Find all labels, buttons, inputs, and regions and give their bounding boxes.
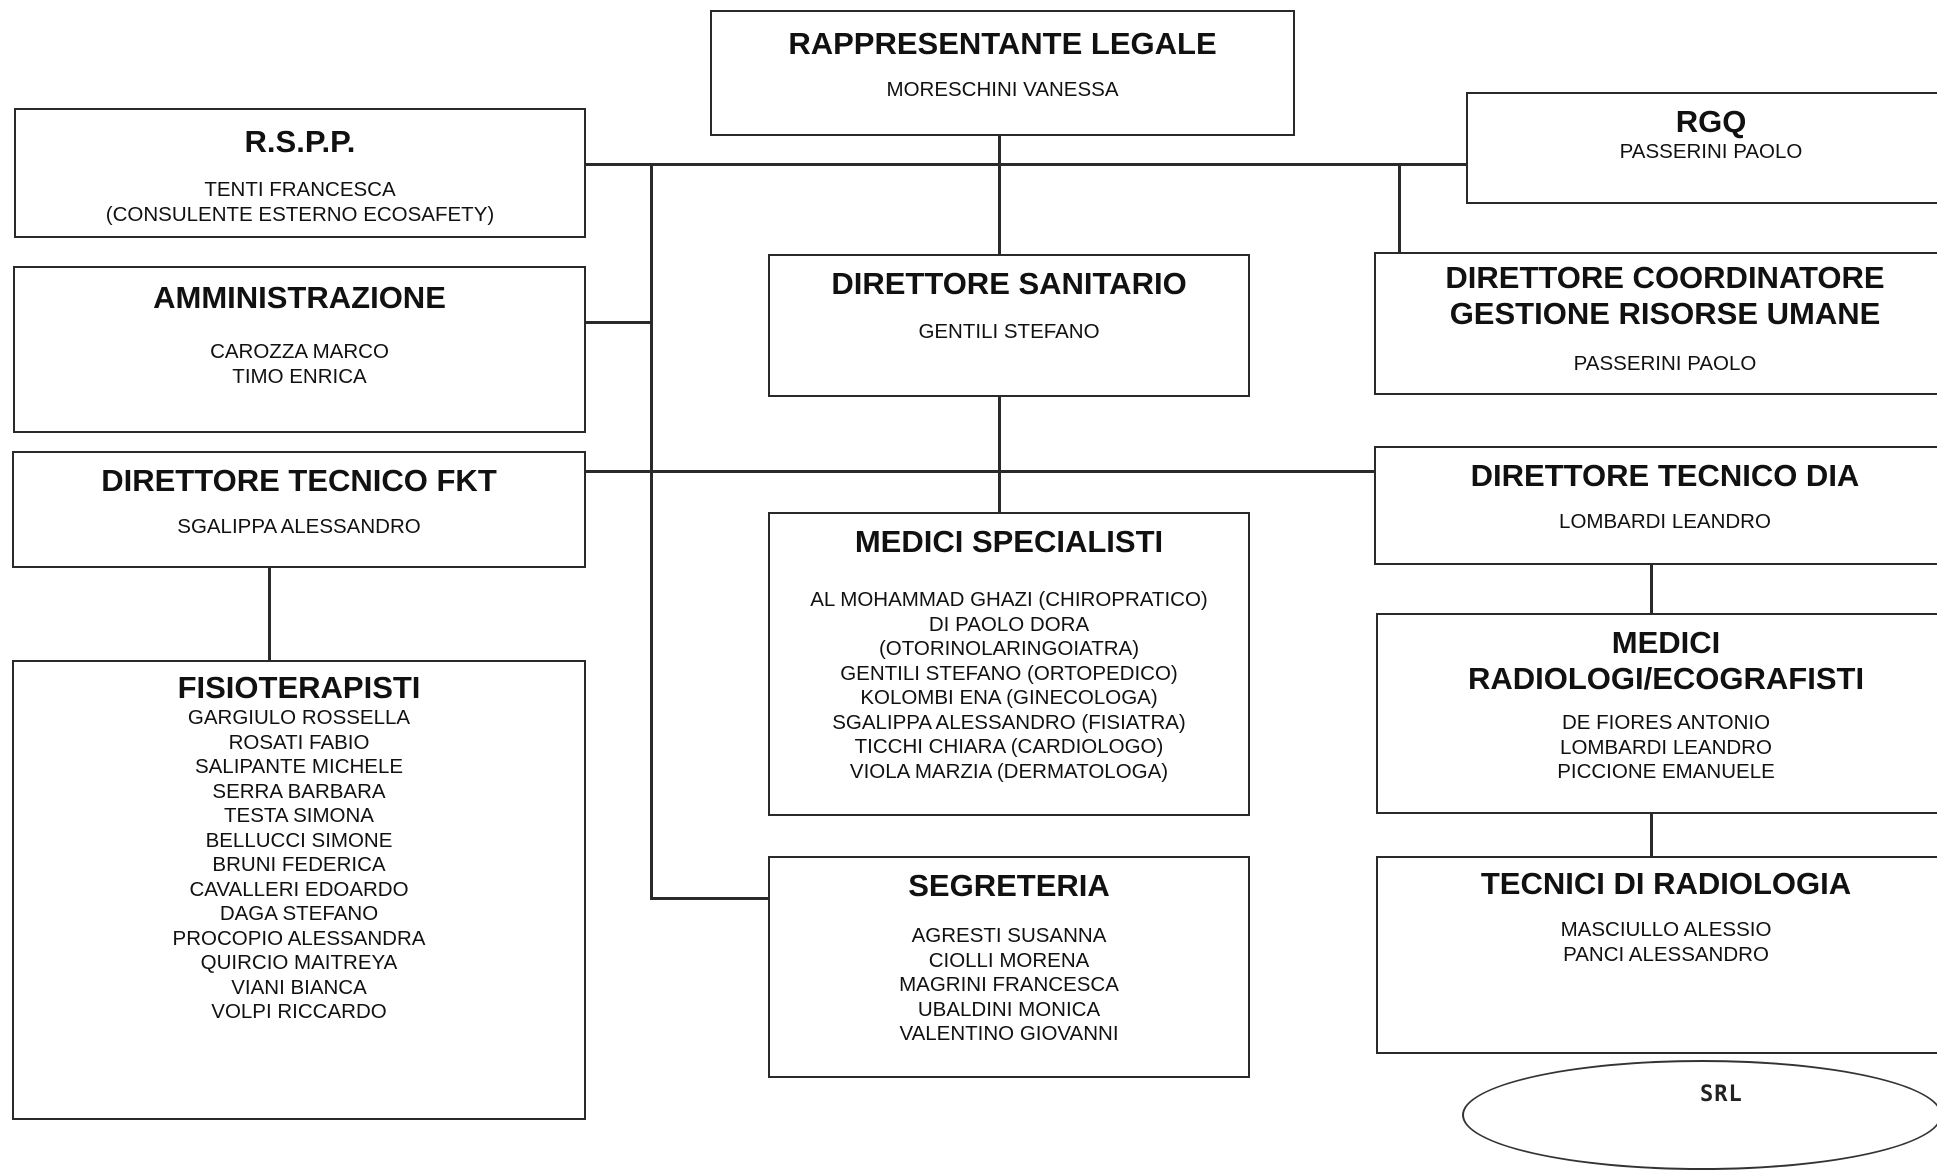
connector-line bbox=[584, 163, 1470, 166]
box-title: RGQ bbox=[1675, 104, 1747, 139]
box-title: RAPPRESENTANTE LEGALE bbox=[788, 26, 1217, 61]
fkt-director-box: DIRETTORE TECNICO FKT SGALIPPA ALESSANDR… bbox=[12, 451, 586, 568]
medical-director-box: DIRETTORE SANITARIO GENTILI STEFANO bbox=[768, 254, 1250, 397]
box-names: AL MOHAMMAD GHAZI (CHIROPRATICO) DI PAOL… bbox=[810, 588, 1208, 783]
dia-director-box: DIRETTORE TECNICO DIA LOMBARDI LEANDRO bbox=[1374, 446, 1937, 565]
box-title: SEGRETERIA bbox=[908, 868, 1110, 903]
company-stamp bbox=[1462, 1060, 1937, 1170]
connector-line bbox=[1650, 564, 1653, 614]
box-names: SGALIPPA ALESSANDRO bbox=[177, 515, 421, 538]
connector-line bbox=[1398, 163, 1401, 253]
box-title: TECNICI DI RADIOLOGIA bbox=[1480, 866, 1852, 901]
box-names: GENTILI STEFANO bbox=[918, 320, 1100, 343]
box-names: TENTI FRANCESCA (CONSULENTE ESTERNO ECOS… bbox=[105, 178, 495, 226]
legal-representative-box: RAPPRESENTANTE LEGALE MORESCHINI VANESSA bbox=[710, 10, 1295, 136]
connector-line bbox=[584, 321, 652, 324]
box-names: PASSERINI PAOLO bbox=[1619, 140, 1803, 163]
box-names: DE FIORES ANTONIO LOMBARDI LEANDRO PICCI… bbox=[1557, 711, 1775, 783]
connector-line bbox=[650, 897, 770, 900]
box-title: DIRETTORE COORDINATORE GESTIONE RISORSE … bbox=[1445, 260, 1885, 331]
stamp-text: SRL bbox=[1700, 1082, 1743, 1107]
box-names: PASSERINI PAOLO bbox=[1573, 352, 1757, 375]
box-title: DIRETTORE TECNICO FKT bbox=[101, 463, 497, 498]
box-names: LOMBARDI LEANDRO bbox=[1559, 510, 1771, 533]
box-title: MEDICI RADIOLOGI/ECOGRAFISTI bbox=[1467, 625, 1865, 696]
box-title: MEDICI SPECIALISTI bbox=[854, 524, 1164, 559]
box-title: DIRETTORE SANITARIO bbox=[831, 266, 1187, 301]
connector-line bbox=[584, 470, 1376, 473]
org-chart: RAPPRESENTANTE LEGALE MORESCHINI VANESSA… bbox=[12, 10, 1937, 1170]
rspp-box: R.S.P.P. TENTI FRANCESCA (CONSULENTE EST… bbox=[14, 108, 586, 238]
connector-line bbox=[998, 136, 1001, 254]
medical-specialists-box: MEDICI SPECIALISTI AL MOHAMMAD GHAZI (CH… bbox=[768, 512, 1250, 816]
administration-box: AMMINISTRAZIONE CAROZZA MARCO TIMO ENRIC… bbox=[13, 266, 586, 433]
radiologists-box: MEDICI RADIOLOGI/ECOGRAFISTI DE FIORES A… bbox=[1376, 613, 1937, 814]
box-title: AMMINISTRAZIONE bbox=[153, 280, 446, 315]
radiology-technicians-box: TECNICI DI RADIOLOGIA MASCIULLO ALESSIO … bbox=[1376, 856, 1937, 1054]
box-names: AGRESTI SUSANNA CIOLLI MORENA MAGRINI FR… bbox=[899, 924, 1119, 1045]
connector-line bbox=[650, 163, 653, 899]
connector-line bbox=[268, 567, 271, 661]
connector-line bbox=[998, 396, 1001, 513]
box-names: MORESCHINI VANESSA bbox=[886, 78, 1119, 101]
box-names: MASCIULLO ALESSIO PANCI ALESSANDRO bbox=[1560, 918, 1772, 966]
physiotherapists-box: FISIOTERAPISTI GARGIULO ROSSELLA ROSATI … bbox=[12, 660, 586, 1120]
box-names: CAROZZA MARCO TIMO ENRICA bbox=[210, 340, 389, 388]
box-title: R.S.P.P. bbox=[244, 124, 356, 159]
secretariat-box: SEGRETERIA AGRESTI SUSANNA CIOLLI MORENA… bbox=[768, 856, 1250, 1078]
box-title: FISIOTERAPISTI bbox=[177, 670, 421, 705]
hr-director-box: DIRETTORE COORDINATORE GESTIONE RISORSE … bbox=[1374, 252, 1937, 395]
connector-line bbox=[1650, 813, 1653, 857]
box-title: DIRETTORE TECNICO DIA bbox=[1470, 458, 1860, 493]
box-names: GARGIULO ROSSELLA ROSATI FABIO SALIPANTE… bbox=[172, 706, 426, 1023]
rgq-box: RGQ PASSERINI PAOLO bbox=[1466, 92, 1937, 204]
